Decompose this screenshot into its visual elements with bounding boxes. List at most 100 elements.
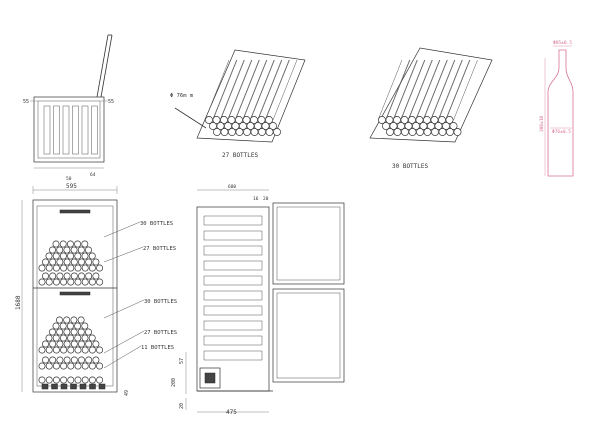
- front-bottle: [88, 376, 96, 384]
- front-bottle: [77, 246, 85, 254]
- front-bottle: [59, 252, 67, 260]
- bottle-end: [438, 128, 447, 136]
- front-bottle: [74, 264, 82, 272]
- top-view-dim-bottom-b: 64: [90, 172, 96, 178]
- bottle-end: [446, 128, 454, 136]
- front-bottle: [85, 356, 93, 364]
- front-bottle: [59, 240, 67, 248]
- vent-slot: [98, 383, 106, 390]
- front-bottle: [63, 272, 71, 280]
- vent-slot: [79, 383, 87, 390]
- front-label-2: 27 BOTTLES: [143, 246, 176, 252]
- bottle-roll: [264, 59, 298, 121]
- front-bottle: [85, 258, 93, 266]
- front-bottle: [56, 328, 64, 336]
- shelf-27-diameter-label: Φ 76m m: [170, 93, 194, 99]
- front-bottle: [49, 340, 57, 348]
- front-bottle: [92, 272, 100, 280]
- front-bottle: [52, 264, 60, 272]
- front-bottle: [63, 328, 71, 336]
- bottle-end: [401, 128, 409, 136]
- front-bottle: [60, 362, 68, 370]
- front-bottle: [60, 278, 68, 286]
- front-bottle: [52, 252, 60, 260]
- front-bottle: [38, 362, 46, 370]
- front-label-3: 30 BOTTLES: [144, 299, 177, 305]
- front-bottle: [88, 346, 96, 354]
- bottle-end: [213, 128, 221, 136]
- front-bottle: [66, 322, 74, 330]
- side-view-shelves: [203, 215, 263, 361]
- bottle-roll: [242, 59, 275, 121]
- front-bottle: [88, 252, 96, 260]
- front-bottle: [59, 322, 67, 330]
- front-bottle: [78, 356, 85, 364]
- bottle-roll: [219, 59, 253, 121]
- shelf-30-caption: 30 BOTTLES: [392, 163, 429, 170]
- bottle-end: [265, 128, 274, 136]
- bottle-height-dim: 300±10: [539, 115, 545, 132]
- side-shelf: [203, 335, 263, 346]
- front-bottle: [60, 376, 68, 384]
- front-bottle: [88, 264, 96, 272]
- front-bottle: [63, 356, 71, 364]
- front-bottle: [52, 376, 60, 384]
- shelf-27-caption: 27 BOTTLES: [222, 152, 259, 159]
- front-bottle: [52, 278, 60, 286]
- front-bottle: [78, 258, 85, 266]
- front-bottle: [45, 264, 53, 272]
- bottle-drawing: Φ85±0.5 300±10 Φ76±0.5: [539, 40, 574, 177]
- side-top-dim-3: 20: [263, 196, 269, 202]
- front-bottle: [74, 240, 82, 248]
- vent-slot: [41, 383, 49, 390]
- front-bottle: [96, 376, 104, 384]
- front-bottle: [70, 316, 78, 324]
- front-label-1: 30 BOTTLES: [140, 221, 173, 227]
- front-bottle: [42, 272, 49, 280]
- bottle-end: [449, 122, 458, 130]
- side-dim-a: 57: [179, 358, 185, 364]
- side-view-drawing: 680 16 20 57 200 20 475: [171, 184, 345, 416]
- side-shelf: [203, 275, 263, 286]
- front-bottle: [74, 362, 82, 370]
- front-view-height-dim: 1680: [15, 295, 22, 310]
- front-bottle: [38, 264, 46, 272]
- side-shelf: [203, 320, 263, 331]
- front-bottle: [42, 258, 49, 266]
- front-bottle: [70, 272, 78, 280]
- front-bottle: [96, 362, 104, 370]
- bottle-roll: [377, 59, 411, 121]
- front-bottle: [45, 362, 53, 370]
- front-bottle: [67, 278, 75, 286]
- front-bottle: [63, 258, 71, 266]
- front-bottle: [66, 240, 74, 248]
- front-bottle: [49, 258, 57, 266]
- bottle-top-dim: Φ85±0.5: [553, 40, 572, 46]
- front-bottle: [74, 334, 82, 342]
- front-bottle: [74, 346, 82, 354]
- bottle-end: [265, 116, 273, 124]
- front-bottle: [59, 334, 67, 342]
- side-shelf: [203, 350, 263, 361]
- front-bottle: [49, 272, 57, 280]
- shelf-27-bottle-ends: [205, 116, 281, 136]
- front-bottle: [81, 264, 89, 272]
- front-bottle: [49, 356, 57, 364]
- bottle-roll: [445, 59, 478, 121]
- bottle-roll: [204, 59, 238, 121]
- side-shelf: [203, 230, 263, 241]
- bottle-roll: [422, 59, 456, 121]
- bottle-end: [220, 128, 229, 136]
- side-shelf: [203, 215, 263, 226]
- bottle-end: [258, 128, 266, 136]
- front-bottle: [52, 362, 60, 370]
- front-bottle: [52, 334, 60, 342]
- front-bottle: [74, 376, 82, 384]
- front-bottle: [92, 258, 100, 266]
- front-bottle: [77, 316, 85, 324]
- side-dim-b: 200: [171, 378, 177, 387]
- front-bottle: [78, 272, 85, 280]
- front-bottle: [56, 272, 64, 280]
- side-dim-c: 20: [179, 403, 185, 409]
- front-view-drawing: 595 1680 49 30 BOTTLES 27 BOTTLES 30 BOT…: [15, 183, 177, 396]
